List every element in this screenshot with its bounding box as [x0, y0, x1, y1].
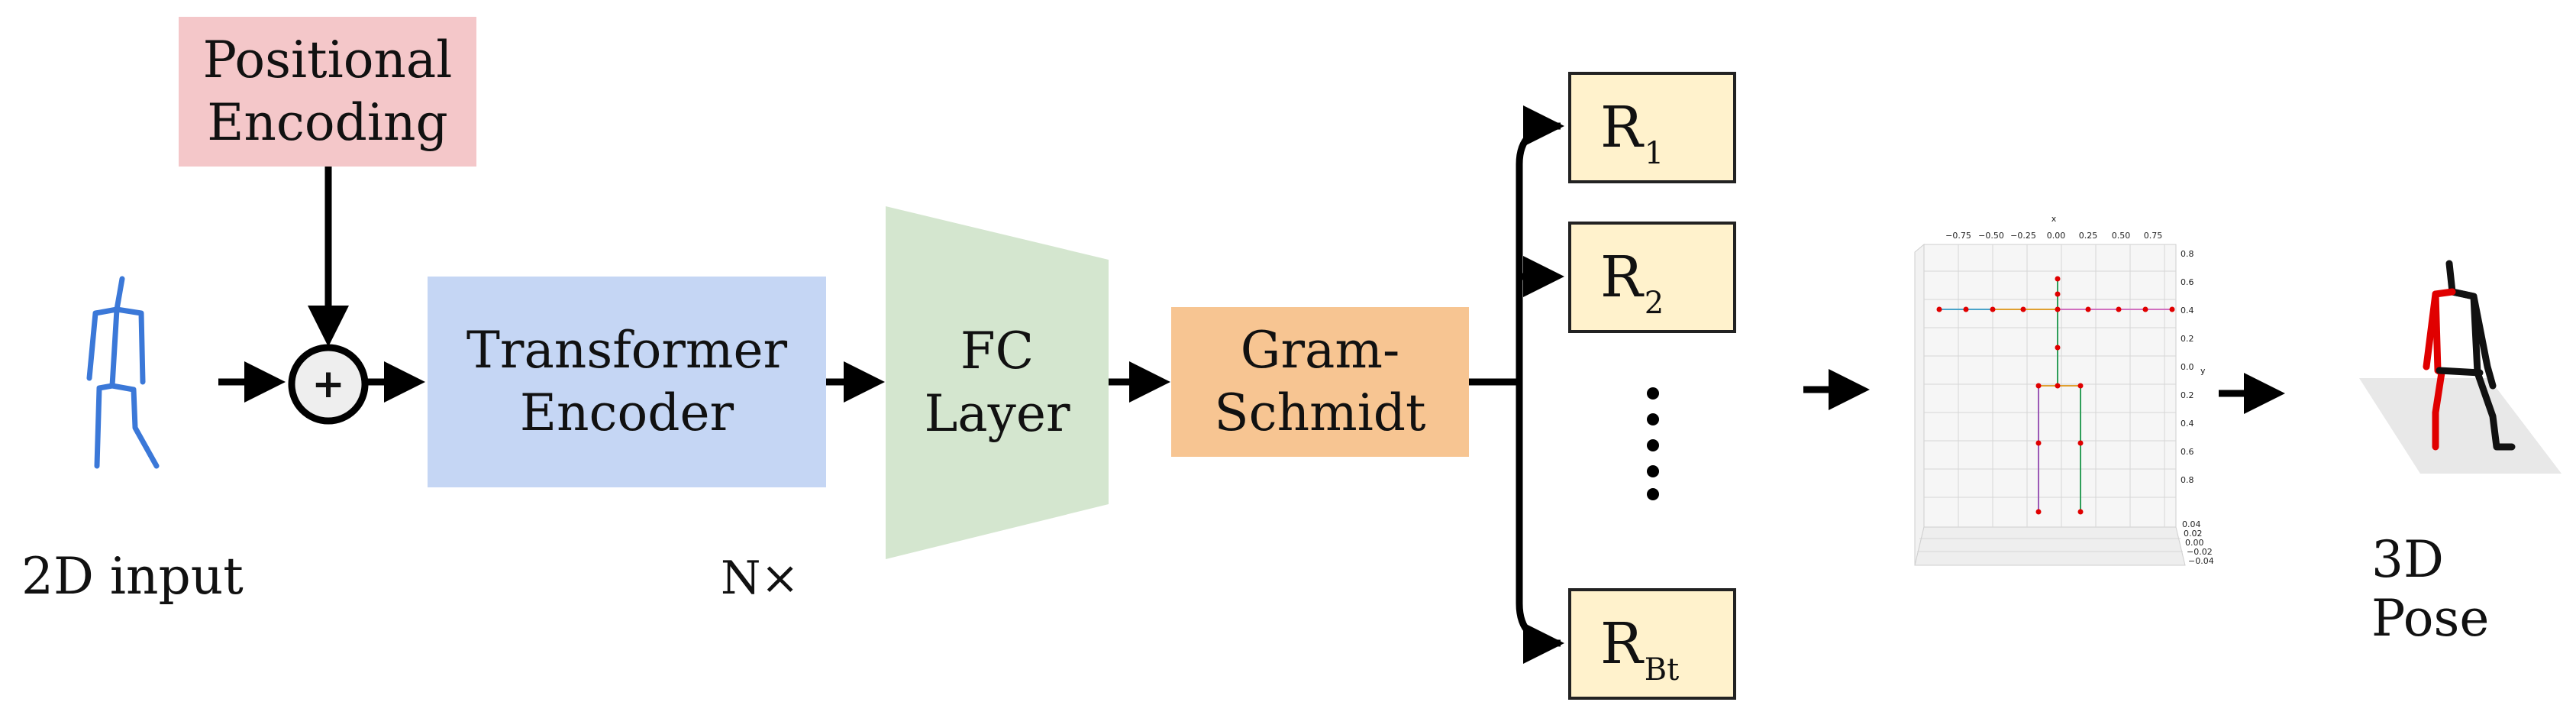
plot-right-tick: 0.4	[2181, 306, 2194, 315]
input-label: 2D input	[21, 547, 244, 606]
plot-right-tick: 0.2	[2181, 334, 2194, 344]
transformer-encoder-block: Transformer Encoder	[428, 277, 826, 487]
plot-x-tick: 0.50	[2112, 231, 2131, 241]
plot-x-tick: 0.00	[2047, 231, 2066, 241]
rotation-label-bt: RBt	[1600, 611, 1680, 688]
plot-right-tick: 0.6	[2181, 277, 2194, 287]
adder-symbol: +	[312, 361, 345, 407]
adder-circle	[288, 344, 369, 425]
plot-x-tick: 0.75	[2144, 231, 2163, 241]
ellipsis-dots	[1647, 387, 1659, 500]
plot-right-tick: 0.2	[2181, 390, 2194, 400]
plot-x-axis-label: x	[2051, 214, 2057, 224]
fc-layer-block: FC Layer	[886, 283, 1109, 483]
plot-right-tick: 0.0	[2181, 362, 2194, 372]
transformer-encoder-line2: Encoder	[519, 383, 734, 442]
skeleton-2d-icon	[86, 276, 160, 469]
plot-z-tick: 0.02	[2184, 529, 2203, 539]
plot-z-tick: 0.00	[2185, 538, 2204, 548]
fc-layer-line1: FC	[960, 321, 1035, 380]
plot-z-tick: −0.02	[2187, 547, 2213, 557]
rotation-box-2: R2	[1568, 222, 1736, 333]
transformer-encoder-line1: Transformer	[466, 320, 788, 380]
plot-y-axis-label: y	[2200, 366, 2206, 376]
plot-x-tick: −0.50	[1978, 231, 2004, 241]
branch-trunk	[1516, 122, 1561, 647]
plot-right-tick: 0.6	[2181, 447, 2194, 457]
gram-schmidt-line1: Gram-	[1240, 320, 1400, 380]
positional-encoding-line1: Positional	[202, 30, 453, 89]
rotation-label-2: R2	[1600, 244, 1664, 321]
plot-x-tick: −0.75	[1945, 231, 1971, 241]
pose-3d-figure	[2359, 260, 2561, 474]
rotation-label-1: R1	[1600, 95, 1664, 171]
rotation-box-bt: RBt	[1568, 588, 1736, 700]
pose-3d-plot: x −0.75 −0.50 −0.25 0.00 0.25 0.50 0.75 …	[1914, 214, 2214, 566]
rotation-box-1: R1	[1568, 72, 1736, 183]
plot-x-tick: 0.25	[2079, 231, 2098, 241]
gram-schmidt-block: Gram- Schmidt	[1171, 307, 1469, 457]
plot-z-tick: −0.04	[2188, 556, 2214, 566]
fc-layer-line2: Layer	[924, 384, 1070, 443]
repeat-label: N×	[721, 552, 799, 605]
plot-right-tick: 0.4	[2181, 419, 2194, 429]
plot-x-tick: −0.25	[2010, 231, 2036, 241]
fc-layer-shape	[886, 206, 1109, 559]
positional-encoding-line2: Encoding	[207, 93, 448, 152]
gram-schmidt-line2: Schmidt	[1214, 383, 1426, 442]
plot-right-tick: 0.8	[2181, 249, 2194, 259]
positional-encoding-block: Positional Encoding	[179, 17, 476, 167]
plot-z-tick: 0.04	[2182, 519, 2201, 529]
plot-right-tick: 0.8	[2181, 475, 2194, 485]
output-label: 3D Pose	[2371, 530, 2490, 648]
